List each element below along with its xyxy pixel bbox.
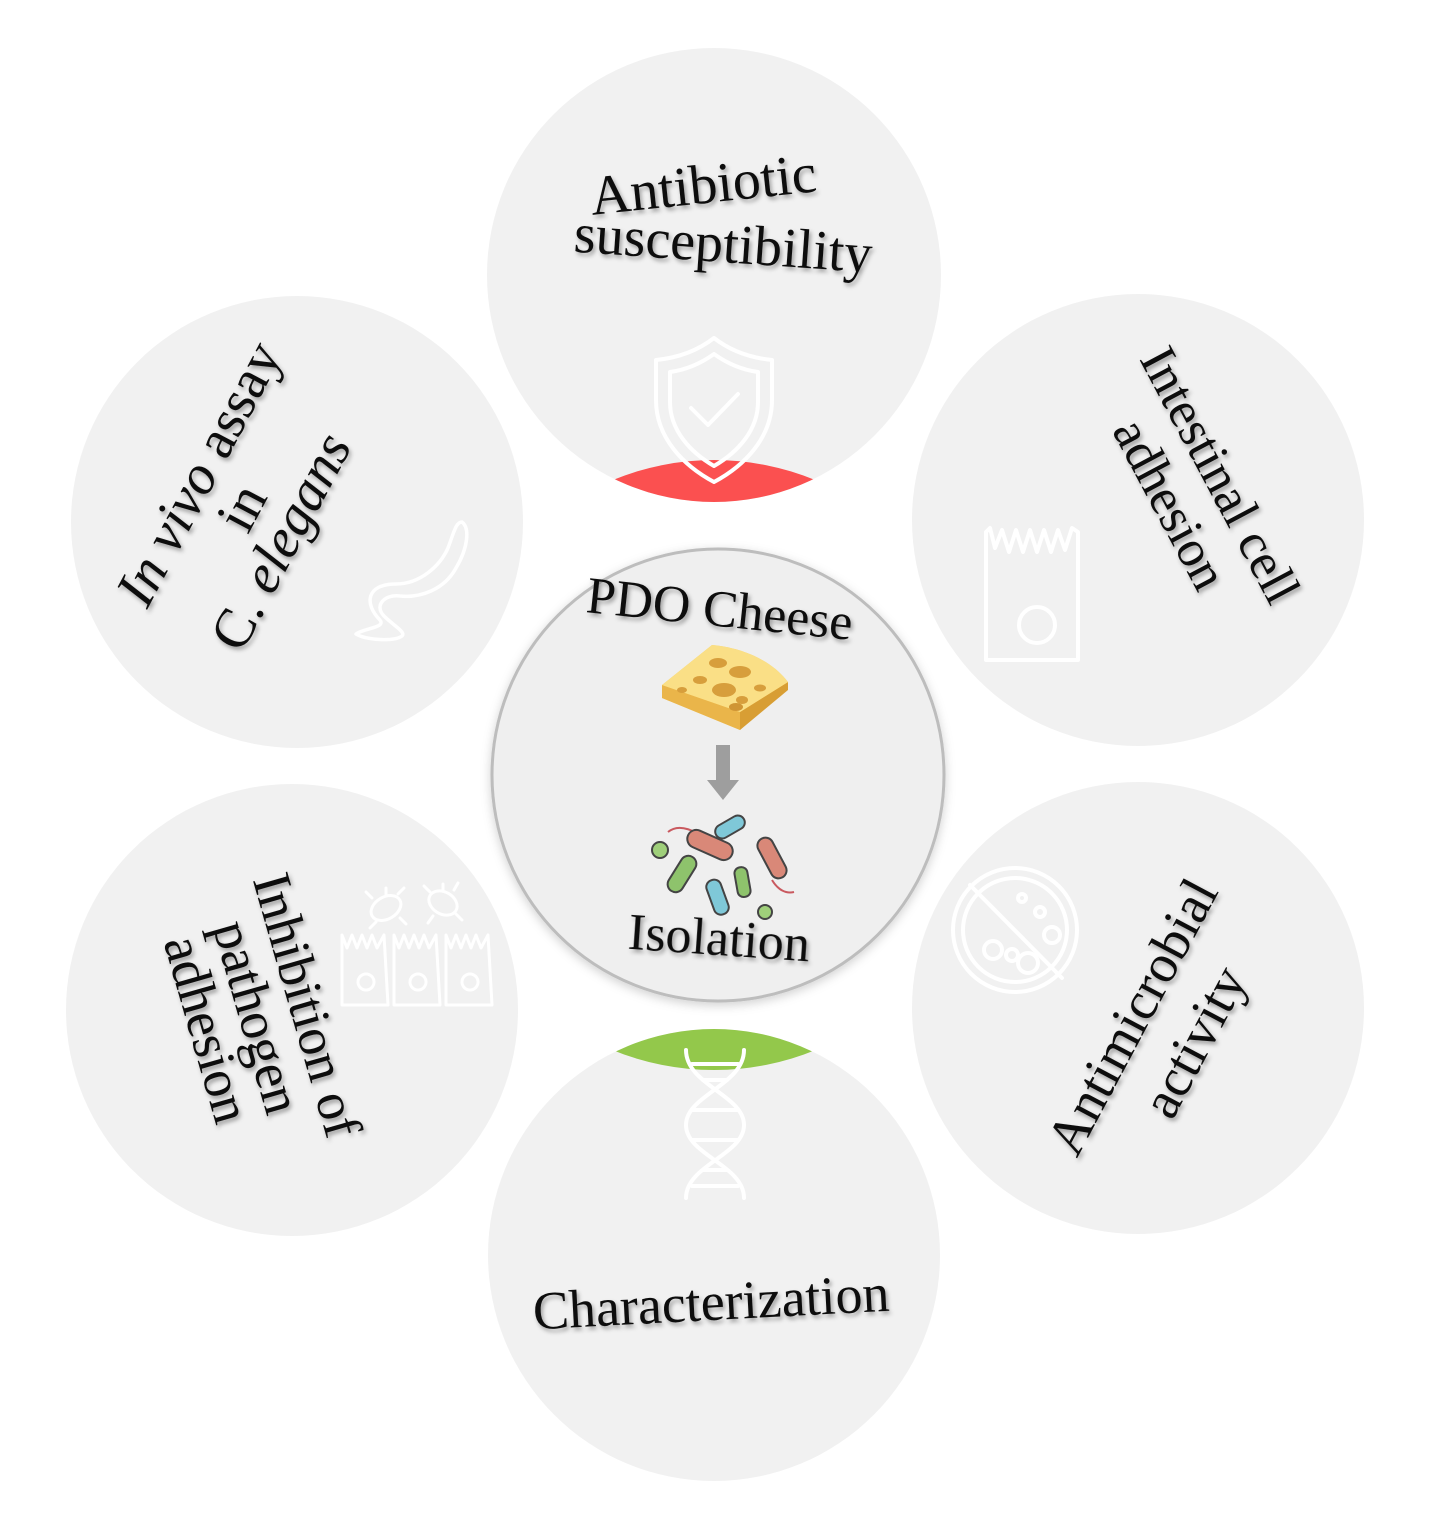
cheese-icon (662, 645, 788, 730)
bacteria-icon (651, 814, 795, 920)
petal-intestinal-cell-adhesion: Intestinal cell adhesion (912, 294, 1364, 746)
petal-inhibition-of-pathogen-adhesion: Inhibition of pathogen adhesion (66, 784, 518, 1236)
petal-circle (71, 296, 523, 748)
petri-dish-prohibited-icon (951, 866, 1079, 994)
petal-in-vivo-assay: In vivo assay in C. elegans (71, 296, 523, 748)
pathogen-adhesion-cells-icon (340, 881, 494, 1007)
worm-icon (354, 520, 469, 642)
petal-antibiotic-susceptibility: Antibiotic susceptibility (487, 48, 941, 502)
down-arrow-icon (707, 745, 739, 800)
petal-label: Inhibition of pathogen adhesion (152, 866, 374, 1144)
petal-circle (488, 1029, 940, 1481)
petal-circle (487, 48, 941, 502)
shield-check-icon (654, 336, 774, 484)
petal-characterization: Characterization (488, 1029, 940, 1481)
petal-antimicrobial-activity: Antimicrobial activity (912, 782, 1364, 1234)
petal-circle (66, 784, 518, 1236)
center-node: PDO Cheese Isolation (490, 547, 946, 1003)
epithelial-cell-icon (984, 526, 1080, 662)
petal-circle (912, 294, 1364, 746)
dna-icon (683, 1048, 747, 1200)
